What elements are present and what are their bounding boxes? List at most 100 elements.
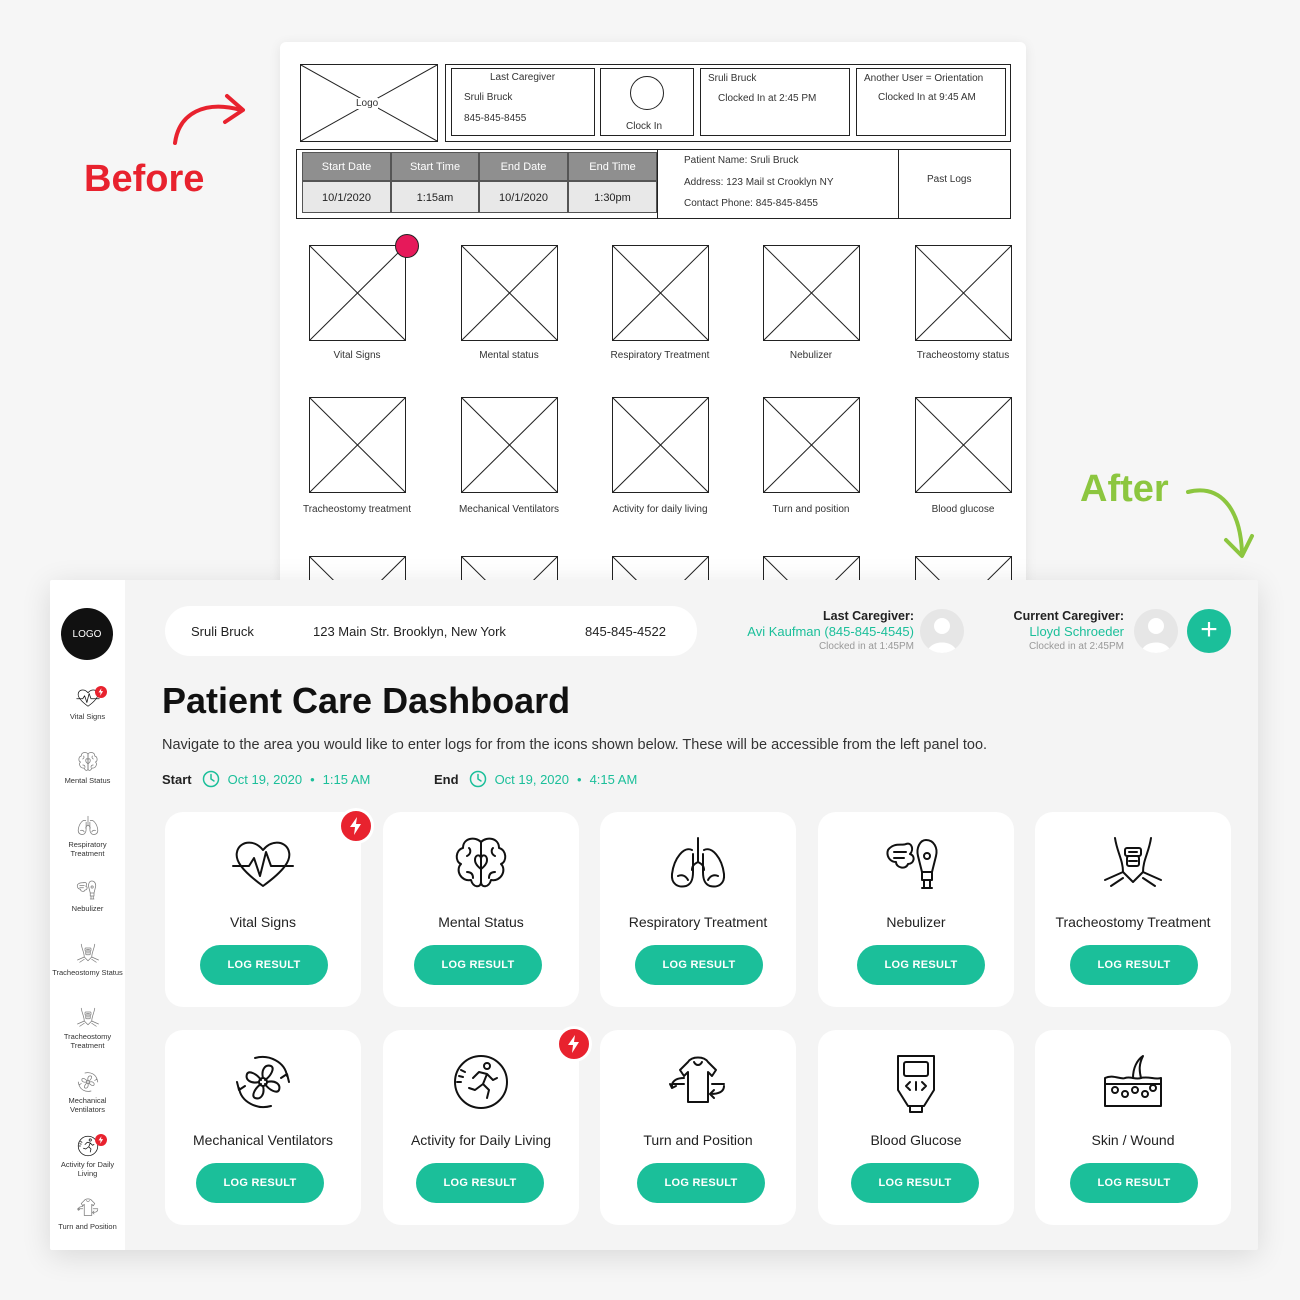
running-person-icon <box>50 1134 125 1158</box>
care-card[interactable]: Vital Signs LOG RESULT <box>165 812 361 1007</box>
last-caregiver-avatar <box>920 609 964 653</box>
wire-current-name: Sruli Bruck <box>708 73 757 84</box>
sidebar-item-label: Tracheostomy Treatment <box>63 1032 112 1050</box>
care-card[interactable]: Nebulizer LOG RESULT <box>818 812 1014 1007</box>
skin-wound-icon <box>1035 1050 1231 1120</box>
sidebar-item-label: Mechanical Ventilators <box>68 1096 107 1114</box>
running-person-icon <box>383 1050 579 1120</box>
logo[interactable]: LOGO <box>61 608 113 660</box>
add-caregiver-button[interactable]: + <box>1187 609 1231 653</box>
sidebar-item[interactable]: Nebulizer <box>50 878 125 913</box>
wire-clock-in[interactable]: Clock In <box>600 68 694 136</box>
current-caregiver: Current Caregiver: Lloyd Schroeder Clock… <box>1014 609 1124 652</box>
start-time-row[interactable]: Start Oct 19, 2020 • 1:15 AM <box>162 770 371 788</box>
sidebar-item-label: Mental Status <box>64 776 111 785</box>
wire-tile-placeholder <box>460 396 559 494</box>
care-card-title: Blood Glucose <box>870 1132 962 1148</box>
wire-clock-circle <box>630 76 664 110</box>
log-result-button[interactable]: LOG RESULT <box>1070 945 1198 985</box>
log-result-button[interactable]: LOG RESULT <box>635 945 763 985</box>
wire-logo-label: Logo <box>356 98 379 109</box>
wire-tile-caption: Mechanical Ventilators <box>458 504 560 515</box>
wire-tile-placeholder <box>611 555 710 602</box>
sidebar-item[interactable]: Mechanical Ventilators <box>50 1070 125 1114</box>
wire-tile-placeholder <box>762 555 861 602</box>
sidebar-item[interactable]: Respiratory Treatment <box>50 814 125 858</box>
wire-tile-placeholder <box>914 555 1013 602</box>
log-result-button[interactable]: LOG RESULT <box>637 1163 765 1203</box>
wire-last-caregiver-name: Sruli Bruck <box>464 92 513 103</box>
current-caregiver-time: Clocked in at 2:45PM <box>1028 641 1124 652</box>
patient-info-bar: Sruli Bruck 123 Main Str. Brooklyn, New … <box>165 606 697 656</box>
sidebar-item[interactable]: Turn and Position <box>50 1196 125 1231</box>
wire-last-caregiver: Last Caregiver Sruli Bruck 845-845-8455 <box>451 68 595 136</box>
wire-tile-caption: Blood glucose <box>931 504 995 515</box>
wire-patient-name: Patient Name: Sruli Bruck <box>684 155 799 166</box>
curved-arrow-icon <box>1186 488 1254 558</box>
start-time: 1:15 AM <box>322 771 371 787</box>
start-label: Start <box>162 771 192 787</box>
end-time-row[interactable]: End Oct 19, 2020 • 4:15 AM <box>434 770 638 788</box>
sidebar-item[interactable]: Mental Status <box>50 750 125 785</box>
wire-last-caregiver-phone: 845-845-8455 <box>464 113 527 124</box>
wire-tile-caption: Vital Signs <box>333 350 381 361</box>
sidebar: LOGO Vital Signs Mental Status Respirato… <box>50 580 125 1250</box>
ventilator-fan-icon <box>165 1050 361 1120</box>
last-caregiver: Last Caregiver: Avi Kaufman (845-845-454… <box>747 609 914 652</box>
care-card[interactable]: Activity for Daily Living LOG RESULT <box>383 1030 579 1225</box>
sidebar-item[interactable]: Vital Signs <box>50 686 125 721</box>
care-card[interactable]: Blood Glucose LOG RESULT <box>818 1030 1014 1225</box>
wire-tile-placeholder <box>762 396 861 494</box>
wire-tile-placeholder <box>762 244 861 342</box>
care-card[interactable]: Respiratory Treatment LOG RESULT <box>600 812 796 1007</box>
care-card[interactable]: Mental Status LOG RESULT <box>383 812 579 1007</box>
wire-tile-placeholder <box>308 244 407 342</box>
log-result-button[interactable]: LOG RESULT <box>416 1163 544 1203</box>
sidebar-item[interactable]: Tracheostomy Treatment <box>50 1006 125 1050</box>
care-card-title: Mental Status <box>438 914 524 930</box>
sidebar-item-label: Activity for Daily Living <box>60 1160 115 1178</box>
nebulizer-icon <box>818 832 1014 902</box>
wire-table-header: End Date <box>479 152 568 181</box>
sidebar-item-label: Respiratory Treatment <box>68 840 107 858</box>
last-caregiver-name[interactable]: Avi Kaufman (845-845-4545) <box>747 624 914 639</box>
clock-icon <box>469 770 486 788</box>
current-caregiver-name[interactable]: Lloyd Schroeder <box>1029 624 1124 639</box>
care-card-title: Tracheostomy Treatment <box>1055 914 1211 930</box>
wire-tile-caption: Respiratory Treatment <box>610 350 710 361</box>
care-card[interactable]: Mechanical Ventilators LOG RESULT <box>165 1030 361 1225</box>
wire-past-logs[interactable]: Past Logs <box>927 174 972 185</box>
log-result-button[interactable]: LOG RESULT <box>200 945 328 985</box>
care-card[interactable]: Tracheostomy Treatment LOG RESULT <box>1035 812 1231 1007</box>
care-card[interactable]: Skin / Wound LOG RESULT <box>1035 1030 1231 1225</box>
log-result-button[interactable]: LOG RESULT <box>196 1163 324 1203</box>
care-card-title: Turn and Position <box>643 1132 753 1148</box>
glucose-meter-icon <box>818 1050 1014 1120</box>
log-result-button[interactable]: LOG RESULT <box>1070 1163 1198 1203</box>
brain-icon <box>50 750 125 774</box>
sidebar-item-label: Turn and Position <box>58 1222 117 1231</box>
care-card-title: Activity for Daily Living <box>410 1132 552 1148</box>
care-card[interactable]: Turn and Position LOG RESULT <box>600 1030 796 1225</box>
wire-tile-placeholder <box>308 555 407 602</box>
sidebar-item[interactable]: Activity for Daily Living <box>50 1134 125 1178</box>
patient-name: Sruli Bruck <box>191 623 254 639</box>
log-result-button[interactable]: LOG RESULT <box>414 945 542 985</box>
wire-table-cell: 1:15am <box>391 181 479 213</box>
tracheostomy-icon <box>50 1006 125 1030</box>
sidebar-item[interactable]: Tracheostomy Status <box>50 942 125 977</box>
log-result-button[interactable]: LOG RESULT <box>857 945 985 985</box>
brain-icon <box>383 832 579 902</box>
patient-phone: 845-845-4522 <box>585 623 666 639</box>
log-result-button[interactable]: LOG RESULT <box>851 1163 979 1203</box>
wire-table-cell: 1:30pm <box>568 181 657 213</box>
wire-other-name: Another User = Orientation <box>864 73 984 84</box>
wire-current-clocked: Clocked In at 2:45 PM <box>718 93 817 104</box>
heart-pulse-icon <box>50 686 125 710</box>
sidebar-item-label: Nebulizer <box>71 904 104 913</box>
wire-table-header: Start Date <box>302 152 391 181</box>
care-card-title: Skin / Wound <box>1091 1132 1175 1148</box>
care-card-title: Nebulizer <box>886 914 946 930</box>
wire-tile-caption: Tracheostomy status <box>916 350 1010 361</box>
alert-badge-icon <box>338 808 374 844</box>
